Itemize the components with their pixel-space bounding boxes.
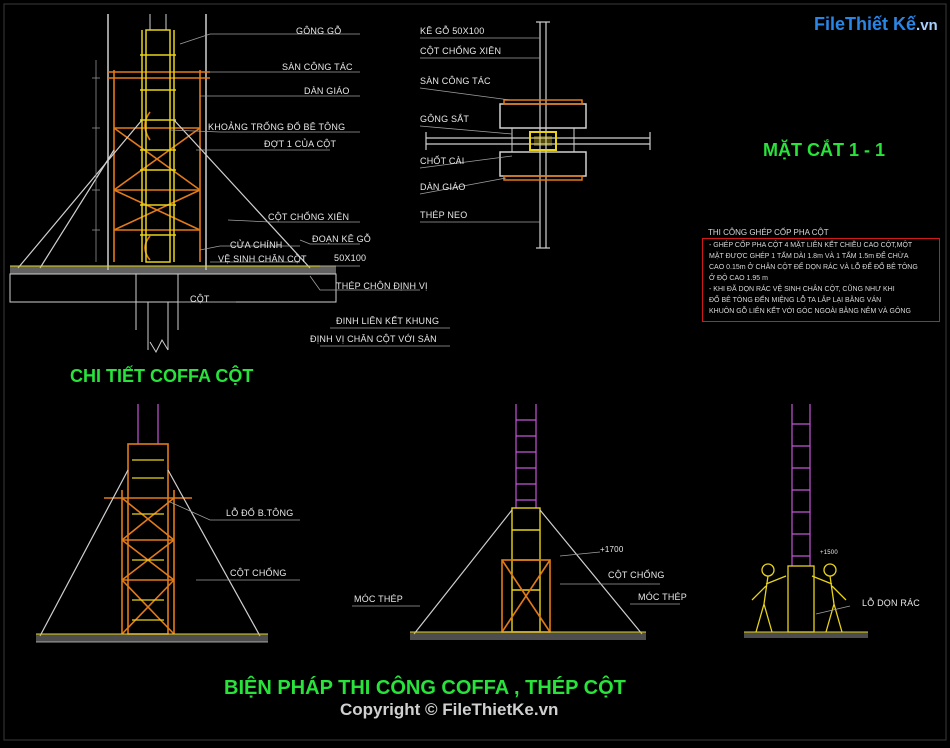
note-line: Ở ĐỘ CAO 1.95 m (709, 275, 768, 282)
copyright-text: Copyright © FileThietKe.vn (340, 700, 559, 719)
label-dim-1500: +1500 (820, 550, 838, 556)
label-gong-go: GÔNG GỖ (296, 26, 342, 36)
sheet-border (3, 3, 947, 741)
label-ke-go: KÊ GỖ 50X100 (420, 26, 485, 36)
label-gong-sat: GÔNG SẮT (420, 114, 470, 124)
label-moc-thep-right: MÓC THÉP (638, 592, 687, 602)
label-cot-chong-left: CỘT CHỐNG (230, 568, 287, 578)
label-san-cong-tac: SÀN CÔNG TÁC (282, 62, 353, 72)
label-cua-chinh: CỬA CHÍNH (230, 240, 283, 250)
label-dan-giao: DÀN GIÁO (304, 86, 350, 96)
label-thep-neo: THÉP NEO (420, 210, 468, 220)
label-section-san-cong-tac: SÀN CÔNG TÁC (420, 76, 491, 86)
column-formwork-detail (9, 14, 450, 354)
label-lo-do: LỖ ĐỔ B.TÔNG (226, 508, 294, 518)
note-line: MẶT ĐƯỢC GHÉP 1 TẤM DÀI 1.8m VÀ 1 TẤM 1.… (709, 253, 909, 260)
note-line: ĐỔ BÊ TÔNG ĐẾN MIỆNG LỖ TA LẮP LẠI BẰNG … (709, 297, 882, 304)
label-moc-thep-left: MÓC THÉP (354, 594, 403, 604)
label-section-cot-chong-xien: CỘT CHỐNG XIÊN (420, 46, 502, 56)
label-cot: CỘT (190, 294, 210, 304)
label-doan-ke-go: ĐOẠN KÊ GỖ (312, 234, 372, 244)
label-dinh-lien-ket: ĐINH LIÊN KẾT KHUNG (336, 316, 440, 326)
label-ve-sinh: VỆ SINH CHÂN CỘT (218, 254, 307, 264)
note-line: KHUÔN GỖ LIÊN KẾT VỚI GÓC NGOÀI BẰNG NÊM… (709, 308, 911, 315)
section-1-1-plan (419, 21, 651, 249)
logo-suffix: .vn (916, 17, 938, 34)
method-view-workers (744, 404, 868, 638)
label-cot-chong-xien: CỘT CHỐNG XIÊN (268, 212, 350, 222)
label-dim-1700: +1700 (600, 545, 624, 554)
logo-rest: Thiết Kế (845, 14, 917, 34)
logo-brand: File (814, 14, 846, 34)
note-heading: THI CÔNG GHÉP CỐP PHA CỘT (708, 228, 829, 237)
label-50x100: 50X100 (334, 253, 367, 263)
brand-logo[interactable]: FileThiết Kế.vn (814, 14, 938, 35)
title-section: MẶT CẮT 1 - 1 (763, 140, 886, 160)
label-chot-cai: CHỐT CÀI (420, 156, 465, 166)
note-line: - KHI ĐÃ DỌN RÁC VỆ SINH CHÂN CỘT, CŨNG … (709, 286, 895, 293)
title-method: BIỆN PHÁP THI CÔNG COFFA , THÉP CỘT (224, 677, 626, 699)
label-lo-don-rac: LỖ DỌN RÁC (862, 598, 921, 608)
note-box: - GHÉP CỐP PHA CỘT 4 MẶT LIÊN KẾT CHIỀU … (702, 238, 940, 322)
label-dinh-vi: ĐỊNH VỊ CHÂN CỘT VỚI SÀN (310, 334, 437, 344)
label-cot-chong-right: CỘT CHỐNG (608, 570, 665, 580)
label-khoang-trong: KHOẢNG TRỐNG ĐỔ BÊ TÔNG (208, 122, 346, 132)
title-detail: CHI TIẾT COFFA CỘT (70, 366, 254, 386)
label-section-dan-giao: DÀN GIÁO (420, 182, 466, 192)
method-view-rebar (352, 404, 680, 640)
method-view-formwork (36, 404, 300, 643)
label-thep-chon: THÉP CHÔN ĐỊNH VỊ (336, 281, 428, 291)
note-line: - GHÉP CỐP PHA CỘT 4 MẶT LIÊN KẾT CHIỀU … (709, 242, 913, 249)
label-dot1: ĐỢT 1 CỦA CỘT (264, 139, 337, 149)
note-line: CAO 0.15m Ở CHÂN CỘT ĐỂ DỌN RÁC VÀ LỖ ĐỂ… (709, 264, 918, 271)
floor-slab (10, 266, 336, 274)
